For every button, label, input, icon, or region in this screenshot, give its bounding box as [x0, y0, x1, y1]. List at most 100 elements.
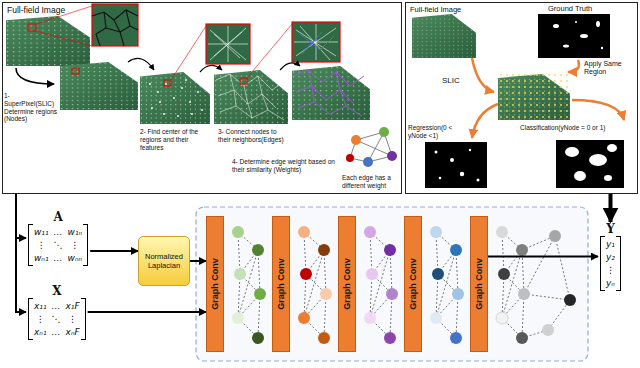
matrix-entry: wₙ₁ — [34, 252, 49, 264]
step-caption: 2- Find center of the regions and their … — [140, 128, 212, 151]
graph-illustration — [298, 226, 332, 344]
layer-label: Graph Conv — [342, 258, 352, 310]
weight-icon — [363, 157, 373, 167]
matrix-entry: xₙ₁ — [34, 326, 47, 338]
graph-illustration — [384, 244, 396, 256]
graph-illustration — [496, 226, 508, 238]
weight-icon — [346, 154, 354, 162]
pipeline-images — [92, 4, 138, 46]
dataset-images — [596, 21, 600, 27]
layer-bar: Graph Conv — [470, 216, 488, 352]
matrix-entry: w₁ₙ — [68, 226, 83, 238]
connector — [16, 194, 26, 238]
layer-label: Graph Conv — [210, 258, 220, 310]
step-caption: 3- Connect nodes to their neighbors(Edge… — [218, 128, 288, 144]
layer-bar: Graph Conv — [206, 216, 224, 352]
pipeline-images — [197, 91, 199, 93]
dataset-images — [601, 47, 603, 49]
dataset-images — [574, 171, 586, 181]
matrix-entry: x₁F — [66, 300, 80, 312]
graph-illustration — [318, 332, 330, 344]
pipeline-images — [149, 79, 203, 117]
dataset-images — [568, 60, 579, 72]
panel-heading: Full-field Image — [7, 5, 65, 15]
graph-illustration — [430, 226, 442, 238]
dataset-images — [460, 172, 464, 176]
graph-illustration — [300, 268, 312, 280]
graph-illustration — [498, 268, 510, 280]
graph-illustration — [564, 294, 576, 306]
panel: Full-field Image — [405, 2, 638, 194]
matrix-entry: ⋮ — [34, 313, 47, 325]
dataset-images — [439, 177, 442, 180]
matrix-bracket: w₁₁…w₁ₙ⋮⋱⋮wₙ₁…wₙₙ — [28, 224, 88, 266]
connector — [190, 260, 206, 262]
pipeline-images — [163, 113, 165, 115]
pipeline-images — [151, 107, 153, 109]
pipeline-images — [72, 68, 79, 74]
step-caption: 4- Determine edge weight based on their … — [232, 158, 338, 174]
graph-illustration — [298, 312, 310, 324]
graph-illustration — [384, 332, 396, 344]
matrix-entry: yₙ — [606, 277, 615, 289]
note: Each edge has a different weight — [342, 174, 400, 190]
connector — [88, 311, 206, 313]
matrix-entry: ⋱ — [54, 239, 63, 251]
pipeline-images — [247, 24, 292, 78]
graph-illustration — [232, 226, 266, 344]
weight-icon — [379, 127, 389, 137]
pipeline-images — [36, 31, 92, 46]
layer-bar: Graph Conv — [338, 216, 356, 352]
graph-illustration — [298, 226, 310, 238]
arrow-label: Apply Same Region — [584, 60, 638, 77]
dataset-images — [556, 140, 624, 188]
dataset-images — [435, 149, 480, 182]
pipeline-images — [201, 109, 203, 111]
image-caption: Ground Truth — [548, 4, 628, 13]
pipeline-images — [6, 16, 90, 66]
pipeline-images — [181, 87, 183, 89]
dataset-images — [498, 74, 570, 120]
dataset-images — [565, 147, 579, 157]
graph-illustration — [234, 268, 246, 280]
matrix-entry: ⋮ — [34, 239, 49, 251]
dataset-images — [412, 14, 476, 58]
pipeline-images — [216, 74, 286, 120]
image-caption: Regression(0 < yNode <1) — [408, 124, 464, 140]
graph-illustration — [450, 332, 462, 344]
pipeline-images — [292, 22, 340, 62]
matrix-entry: … — [52, 326, 61, 338]
weight-icon — [346, 127, 397, 167]
connector — [90, 250, 138, 252]
graph-illustration — [430, 226, 464, 344]
pipeline-images — [157, 91, 159, 93]
matrix-name: A — [28, 210, 88, 224]
graph-illustration — [366, 268, 378, 280]
pipeline-images — [208, 26, 248, 62]
dataset-images — [472, 104, 498, 138]
pipeline-images — [294, 24, 338, 60]
connector — [16, 194, 26, 312]
graph-illustration — [364, 312, 376, 324]
dataset-images — [538, 14, 610, 58]
dataset-images — [565, 144, 617, 181]
graph-illustration — [516, 332, 528, 344]
pipeline-images — [16, 68, 54, 84]
pipeline-images — [240, 78, 247, 84]
graph-illustration — [549, 230, 561, 242]
matrix-bracket: y₁y₂⋮yₙ — [600, 236, 621, 291]
layer-label: Graph Conv — [474, 258, 484, 310]
pipeline-images — [149, 83, 151, 85]
graph-illustration — [254, 288, 266, 300]
dataset-images — [435, 151, 438, 154]
box-label: Normalized Laplacian — [143, 252, 185, 270]
matrix-entry: … — [52, 300, 61, 312]
dataset-images — [575, 21, 577, 23]
panel-heading: Full-field Image — [410, 5, 461, 15]
pipeline-images — [60, 62, 138, 110]
graph-illustration — [252, 244, 264, 256]
dataset-images — [469, 149, 471, 151]
matrix: Aw₁₁…w₁ₙ⋮⋱⋮wₙ₁…wₙₙ — [26, 210, 90, 266]
dataset-images — [477, 179, 480, 182]
matrix-entry: xₙF — [66, 326, 80, 338]
